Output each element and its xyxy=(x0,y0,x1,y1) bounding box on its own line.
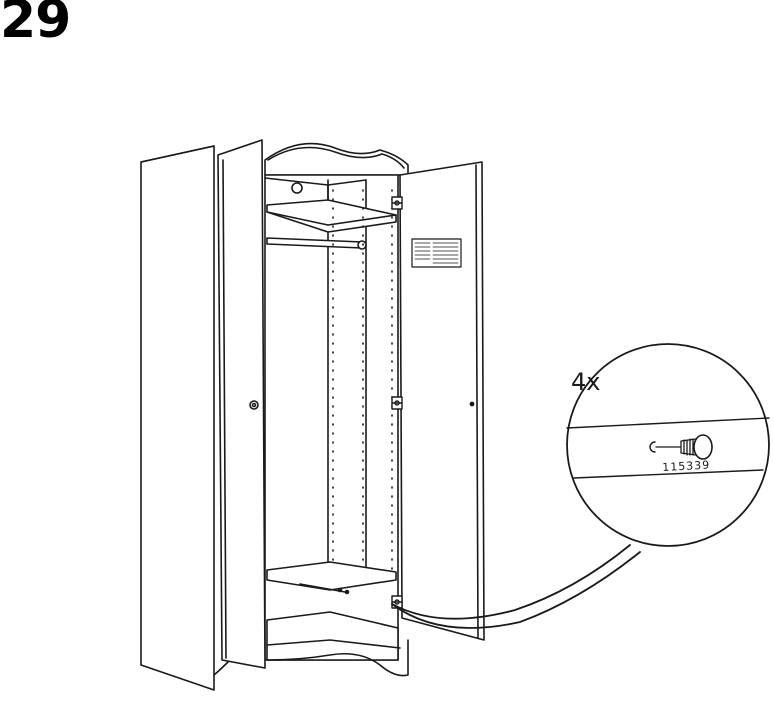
left-door xyxy=(218,140,265,668)
left-door-knob xyxy=(250,401,258,409)
hinge-middle xyxy=(392,397,402,409)
right-door xyxy=(392,162,484,640)
top-hook xyxy=(292,183,302,193)
left-side-panel xyxy=(141,146,214,690)
hinge-top xyxy=(392,197,402,209)
part-number: 115339 xyxy=(662,459,711,472)
quantity-label: 4x xyxy=(571,370,600,394)
wardrobe-body xyxy=(141,144,408,690)
wardrobe-crown xyxy=(265,144,408,175)
